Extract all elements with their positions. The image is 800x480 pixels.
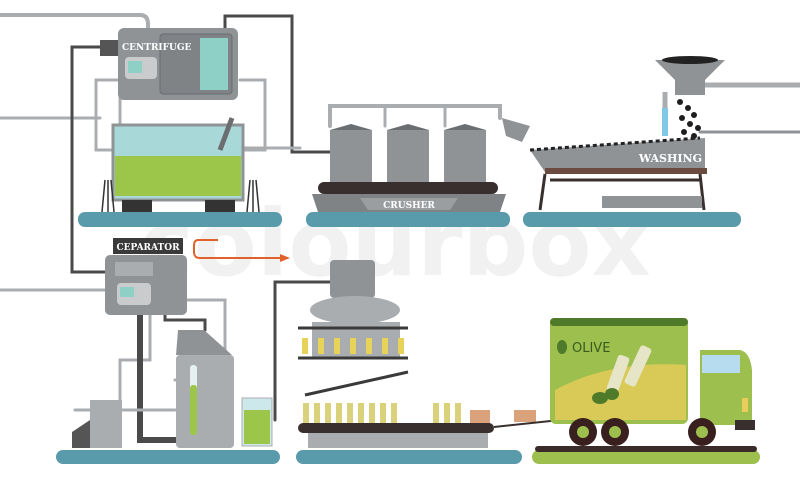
- truck-grille: [742, 398, 748, 412]
- washing-trough: [530, 138, 705, 172]
- conveyor-belt: [298, 423, 494, 433]
- centrifuge-label: CENTRIFUGE: [122, 43, 192, 53]
- truck-brand: OLIVE: [572, 341, 610, 356]
- box-2: [514, 410, 536, 422]
- washing-grate: [545, 168, 707, 174]
- arrow-head-icon: [280, 254, 290, 262]
- truck-bumper: [735, 420, 755, 430]
- washing-hopper: [655, 60, 725, 95]
- oil-tank-level: [115, 156, 241, 196]
- silo-tops: [330, 124, 486, 130]
- crusher-label-plate: [360, 198, 458, 210]
- platform-separator: [56, 450, 280, 464]
- pump-motor: [72, 420, 90, 448]
- tank-legs: [101, 179, 260, 213]
- olive-1: [592, 392, 608, 404]
- crusher-belt: [318, 182, 498, 194]
- tank-foot-right: [205, 200, 235, 212]
- bottles-upper: [302, 338, 404, 354]
- bottles-lower: [303, 403, 461, 423]
- washing-station: WASHING: [529, 56, 725, 211]
- bottling-station: [298, 260, 561, 448]
- truck-bottle-1: [606, 354, 630, 394]
- washing-frame: [538, 173, 706, 211]
- olives-on-trough: [529, 136, 701, 152]
- separator-display: [120, 287, 134, 297]
- platform-washing: [523, 212, 741, 227]
- bottling-dome: [310, 296, 400, 324]
- separator-station: CEPARATOR: [72, 238, 273, 448]
- separator-label: CEPARATOR: [116, 243, 180, 253]
- box-1: [470, 410, 490, 424]
- crusher-chute: [502, 118, 530, 142]
- crusher-silo-3: [444, 130, 486, 185]
- pipes: [0, 13, 800, 443]
- crusher-silo-2: [387, 130, 429, 185]
- conveyor-extension: [493, 419, 561, 428]
- truck-bottle-2: [624, 345, 652, 387]
- platform-crusher: [306, 212, 510, 227]
- silo-cone: [176, 330, 232, 355]
- flow-arrow: [193, 239, 290, 262]
- road-surface: [535, 446, 757, 452]
- platform-centrifuge: [78, 212, 282, 227]
- truck-window: [702, 355, 740, 373]
- pump-unit: [90, 400, 122, 448]
- oil-splash: [555, 364, 686, 420]
- separator-label-plate: [113, 238, 183, 254]
- platform-bottling: [296, 450, 522, 464]
- oil-glass-level: [244, 410, 270, 444]
- bottling-tank: [330, 260, 375, 298]
- filler-arm: [304, 370, 409, 397]
- conveyor-base: [308, 433, 488, 448]
- plug-connector: [100, 40, 122, 56]
- crusher-label: CRUSHER: [383, 201, 435, 211]
- truck-wheels: [569, 418, 716, 446]
- washing-motor: [602, 196, 702, 208]
- road: [532, 450, 760, 464]
- crusher-silo-1: [330, 130, 372, 185]
- truck-roof: [550, 318, 688, 326]
- separator-vent: [115, 262, 153, 276]
- centrifuge-station: CENTRIFUGE: [100, 28, 260, 213]
- olives-in-hopper: [662, 56, 718, 64]
- filler-rails: [298, 326, 408, 360]
- separator-silo: [176, 355, 234, 448]
- olive-2: [605, 388, 619, 400]
- olive-leaf-icon: [557, 340, 567, 354]
- delivery-truck: OLIVE: [550, 318, 755, 446]
- crusher-station: CRUSHER: [312, 118, 530, 212]
- platforms: [56, 212, 760, 464]
- tank-foot-left: [122, 200, 152, 212]
- silo-gauge-level: [190, 385, 197, 435]
- centrifuge-nozzle: [217, 117, 235, 151]
- centrifuge-screen: [200, 38, 228, 90]
- falling-olives: [677, 99, 701, 139]
- water-stream: [662, 108, 668, 136]
- washing-label: WASHING: [638, 152, 702, 165]
- keypad-display: [128, 61, 142, 73]
